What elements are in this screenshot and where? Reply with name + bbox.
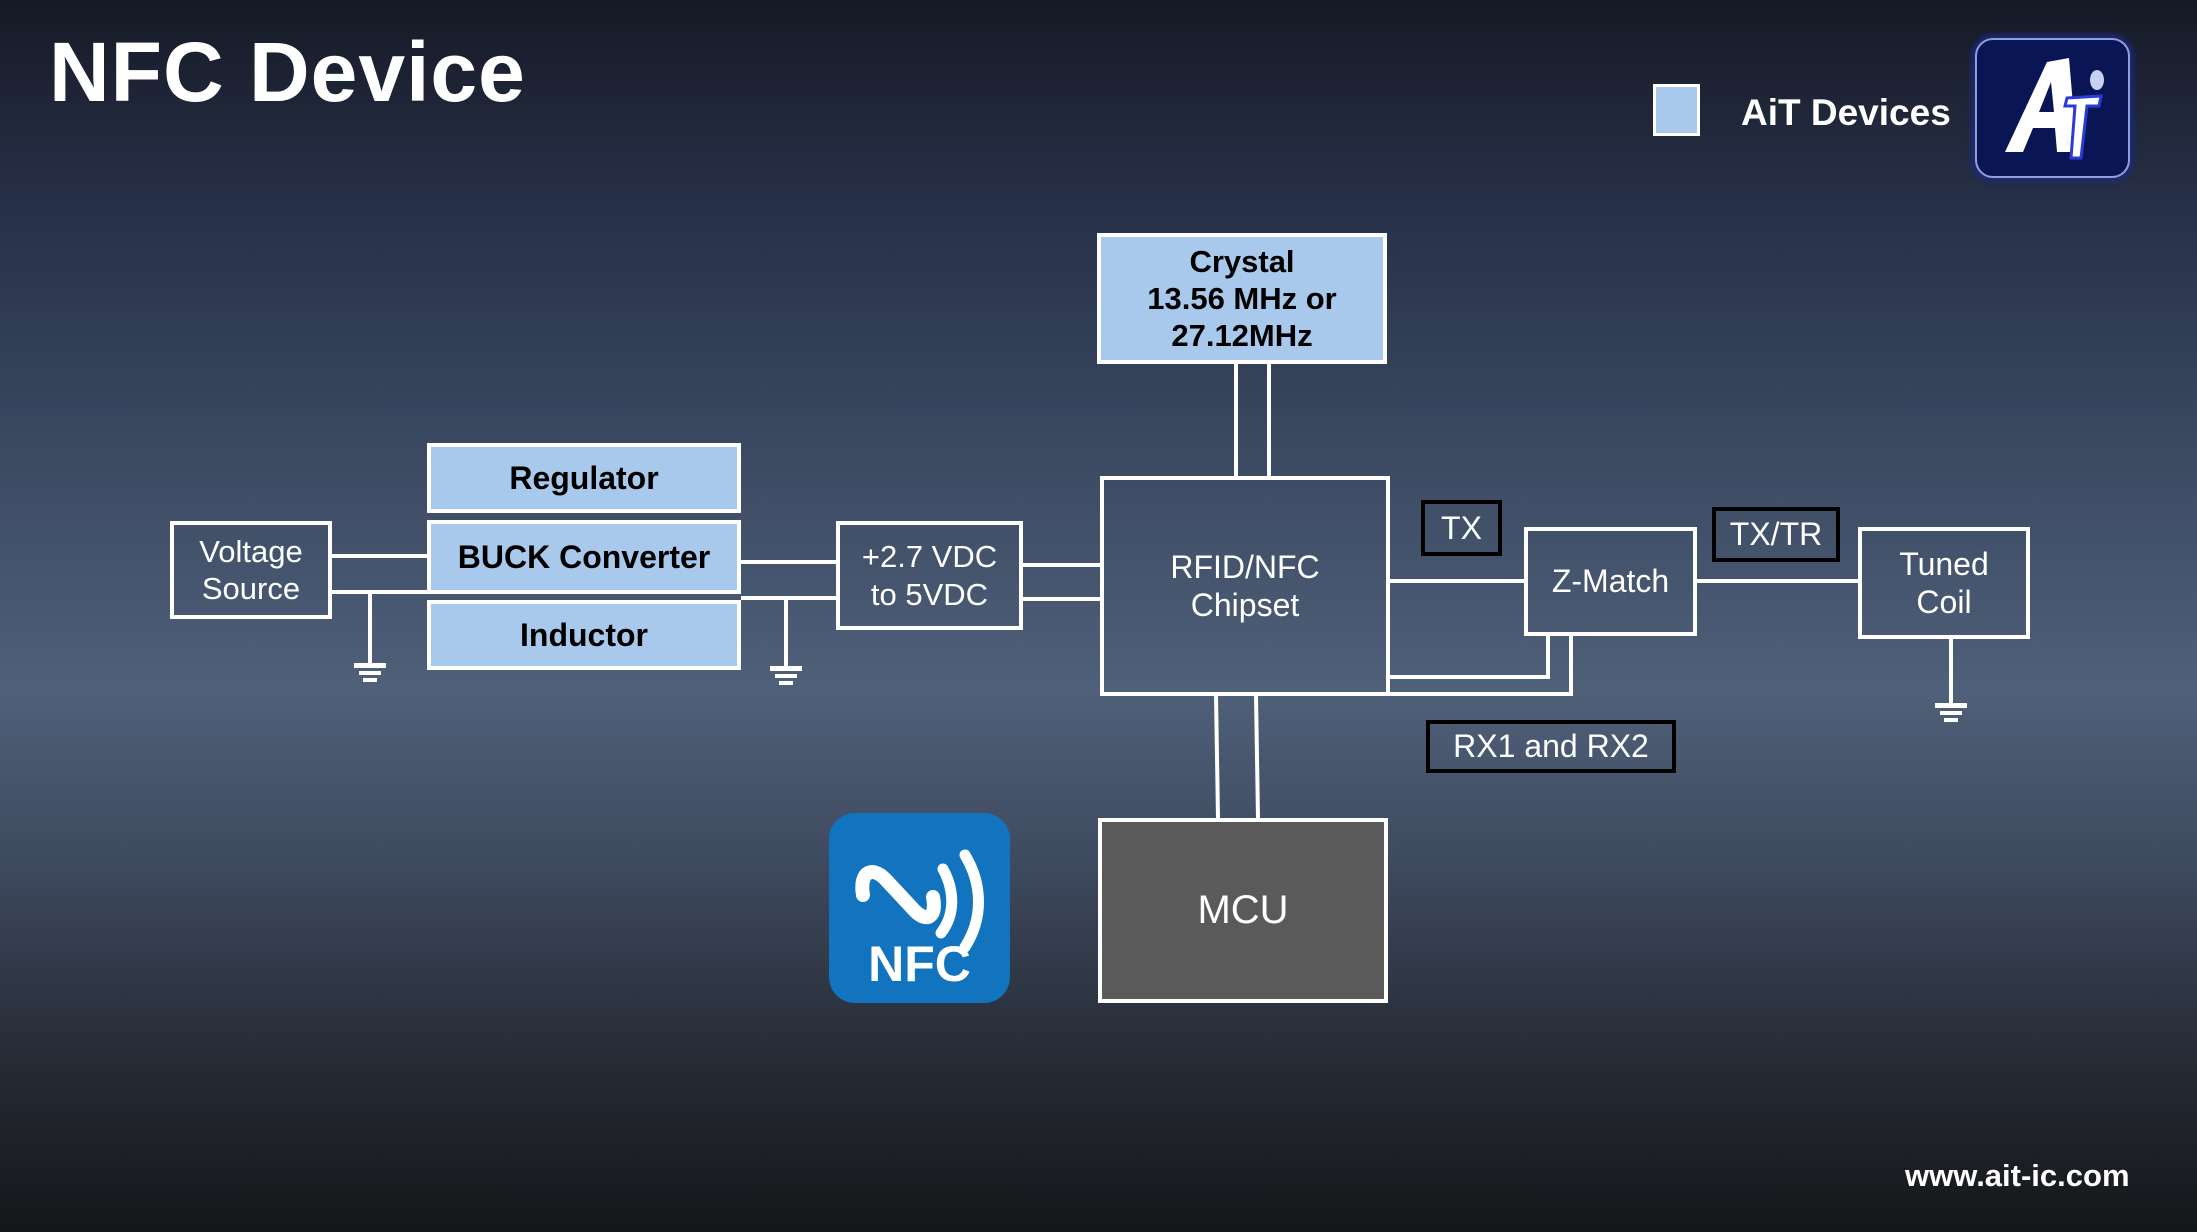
legend-label: AiT Devices: [1741, 92, 1951, 133]
legend-swatch: [1653, 84, 1700, 136]
vdc-range-block: +2.7 VDC to 5VDC: [836, 521, 1023, 630]
tx-tr-label: TX/TR: [1712, 507, 1840, 562]
regulator-block: Regulator: [427, 443, 741, 513]
wire-rx2: [1390, 636, 1573, 696]
ground-2-icon: [770, 666, 802, 671]
ground-1-icon: [354, 663, 386, 668]
rfid-nfc-chipset-block: RFID/NFC Chipset: [1100, 476, 1390, 696]
wire-chipset-mcu-1: [1214, 695, 1220, 819]
wire-chipset-mcu-2: [1254, 695, 1260, 819]
z-match-block: Z-Match: [1524, 527, 1697, 636]
buck-converter-block: BUCK Converter: [427, 520, 741, 594]
ground-3-icon: [1935, 703, 1967, 708]
mcu-block: MCU: [1098, 818, 1388, 1003]
slide-title: NFC Device: [49, 25, 526, 119]
inductor-block: Inductor: [427, 600, 741, 670]
rx-label: RX1 and RX2: [1426, 720, 1676, 773]
voltage-source-block: Voltage Source: [170, 521, 332, 619]
footer-url: www.ait-ic.com: [1905, 1158, 2130, 1193]
tx-label: TX: [1421, 500, 1502, 556]
nfc-logo-text: NFC: [868, 936, 971, 992]
crystal-block: Crystal 13.56 MHz or 27.12MHz: [1097, 233, 1387, 364]
nfc-logo-icon: NFC: [829, 813, 1010, 1003]
ait-logo-icon: [1975, 38, 2130, 178]
tuned-coil-block: Tuned Coil: [1858, 527, 2030, 639]
wire-rx1: [1390, 636, 1550, 679]
